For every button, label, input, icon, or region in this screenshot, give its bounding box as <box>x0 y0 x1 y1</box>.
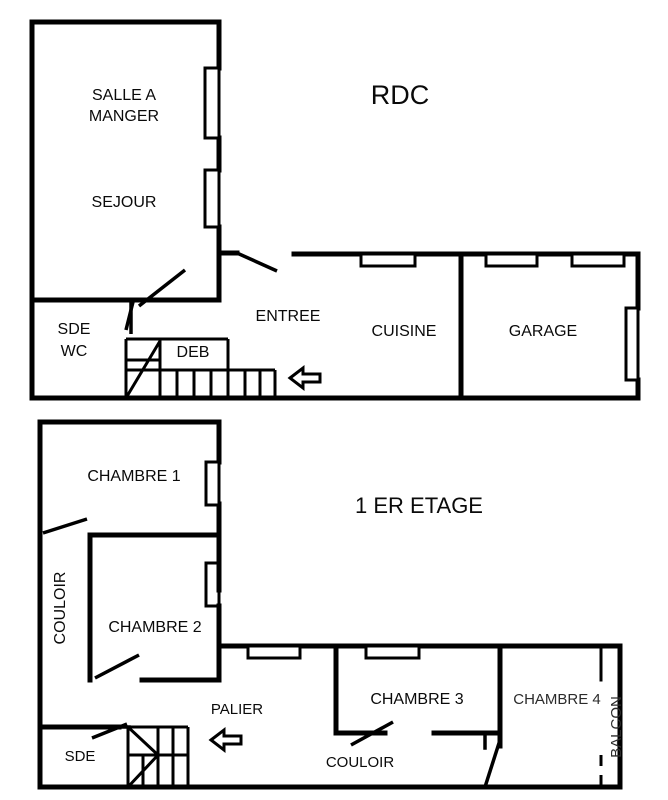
door-icon-chambre1 <box>42 517 88 535</box>
floor-title-rdc: RDC <box>371 80 430 110</box>
etage1-window-group-left <box>204 460 221 608</box>
window-icon-sallemanger <box>203 66 221 140</box>
arrow-left-icon-etage1 <box>208 726 243 754</box>
door-icon-chambre4 <box>483 739 502 788</box>
window-icon-cuisine <box>359 252 417 268</box>
etage1-right-block-walls <box>216 643 623 790</box>
window-icon-couloir-etage1 <box>246 644 302 660</box>
window-icon-garage-1 <box>484 252 539 268</box>
room-label-salle-a-manger-line1: SALLE A <box>92 87 156 104</box>
etage1-right-doors <box>350 720 502 788</box>
window-icon-chambre3 <box>364 644 421 660</box>
room-label-balcon: BALCON <box>608 696 625 758</box>
door-icon-sde-etage1 <box>91 722 128 740</box>
room-label-salle-a-manger-line2: MANGER <box>89 108 159 125</box>
room-label-couloir-vertical: COULOIR <box>52 572 69 645</box>
stair2-winder-a <box>126 725 160 757</box>
rdc-right-block-walls <box>291 251 641 401</box>
room-label-couloir-etage1: COULOIR <box>326 754 395 771</box>
rdc-stair-direction-arrow <box>287 364 322 392</box>
stair-winder-diagonal <box>124 340 162 399</box>
rdc-living-block-walls <box>29 19 240 303</box>
room-label-chambre2: CHAMBRE 2 <box>108 619 201 636</box>
room-label-sde-wc-line2: WC <box>61 343 88 360</box>
room-label-cuisine: CUISINE <box>372 323 437 340</box>
rdc-window-group-living <box>203 66 221 229</box>
room-label-sde-etage1: SDE <box>65 748 96 765</box>
floor-title-etage1: 1 ER ETAGE <box>355 493 483 518</box>
door-icon-sdewc <box>124 301 135 331</box>
etage1-window-group-right <box>246 644 421 660</box>
door-icon-sejour-entree <box>137 268 187 308</box>
door-icon-chambre3 <box>350 720 394 747</box>
etage1-left-doors <box>42 517 140 680</box>
rdc-sdewc-walls <box>29 297 641 401</box>
room-label-chambre4: CHAMBRE 4 <box>513 691 601 708</box>
room-label-garage: GARAGE <box>509 323 577 340</box>
room-label-chambre3: CHAMBRE 3 <box>370 691 463 708</box>
room-label-entree: ENTREE <box>256 308 321 325</box>
door-icon-entree-main <box>236 251 278 273</box>
etage1-staircase <box>126 725 190 789</box>
room-label-palier: PALIER <box>211 701 263 718</box>
rdc-staircase <box>124 337 277 399</box>
room-label-chambre1: CHAMBRE 1 <box>87 468 180 485</box>
window-icon-chambre1 <box>204 460 221 507</box>
rdc-doors <box>124 251 278 334</box>
rdc-window-group-right <box>359 252 640 382</box>
room-label-deb: DEB <box>177 344 210 361</box>
arrow-left-icon-rdc <box>287 364 322 392</box>
floor-rdc: RDC SALLE A MANGER SEJOUR SDE WC DEB ENT… <box>29 19 641 401</box>
etage1-chambre2-walls <box>87 532 222 683</box>
floor-etage1: 1 ER ETAGE CHAMBRE 1 COULOIR CHAMBRE 2 P… <box>37 419 625 790</box>
window-icon-garage-side <box>624 306 640 382</box>
etage1-stair-direction-arrow <box>208 726 243 754</box>
window-icon-garage-2 <box>570 252 626 268</box>
room-label-sejour: SEJOUR <box>92 194 157 211</box>
window-icon-sejour <box>203 168 221 229</box>
etage1-sde-walls <box>37 722 131 740</box>
room-label-sde-wc-line1: SDE <box>58 321 91 338</box>
door-icon-chambre2 <box>94 653 140 680</box>
